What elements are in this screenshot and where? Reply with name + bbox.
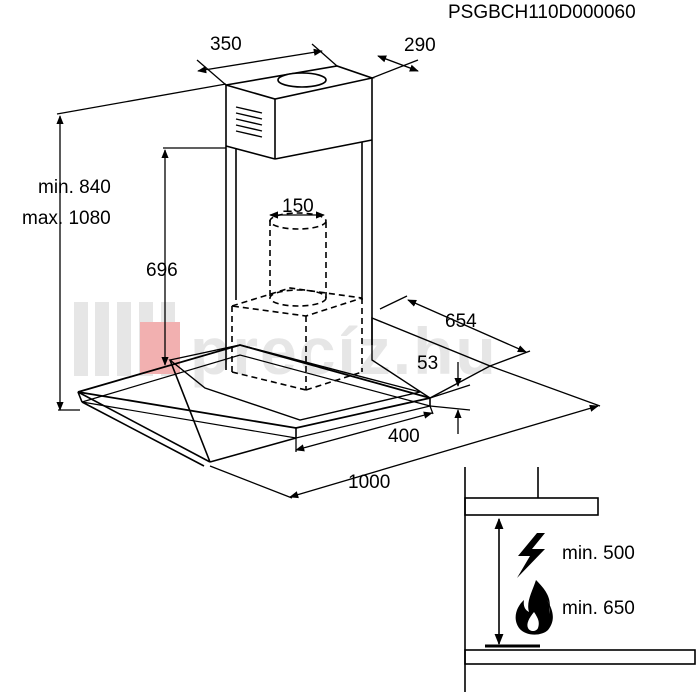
lightning-icon [517, 533, 545, 578]
inset-cooktop [464, 649, 696, 665]
flame-icon [515, 580, 553, 635]
dim-glass-thickness: 53 [417, 353, 438, 374]
chimney-outlet [277, 72, 327, 88]
clearance-gas-label: min. 650 [562, 598, 635, 619]
dimension-labels: 350 290 min. 840 max. 1080 696 150 654 5… [22, 34, 477, 493]
dim-body-width: 400 [388, 426, 420, 447]
dim-duct-diameter: 150 [282, 196, 314, 217]
dim-height-max: max. 1080 [22, 208, 111, 229]
dimension-lines [56, 43, 601, 499]
clearance-electric-label: min. 500 [562, 543, 635, 564]
dim-chimney-width: 350 [210, 34, 242, 55]
watermark-accent [140, 322, 180, 374]
motor-box [231, 287, 363, 391]
model-code: PSGBCH110D000060 [448, 2, 636, 23]
dim-canopy-depth: 654 [445, 311, 477, 332]
chimney-vents [235, 106, 263, 138]
hood-drawing [77, 65, 492, 467]
clearance-inset [464, 467, 696, 692]
inset-hood [464, 497, 599, 516]
dim-height-min: min. 840 [38, 177, 111, 198]
dim-chimney-depth: 290 [404, 35, 436, 56]
dim-inner-height: 696 [146, 260, 178, 281]
dim-total-width: 1000 [348, 472, 390, 493]
